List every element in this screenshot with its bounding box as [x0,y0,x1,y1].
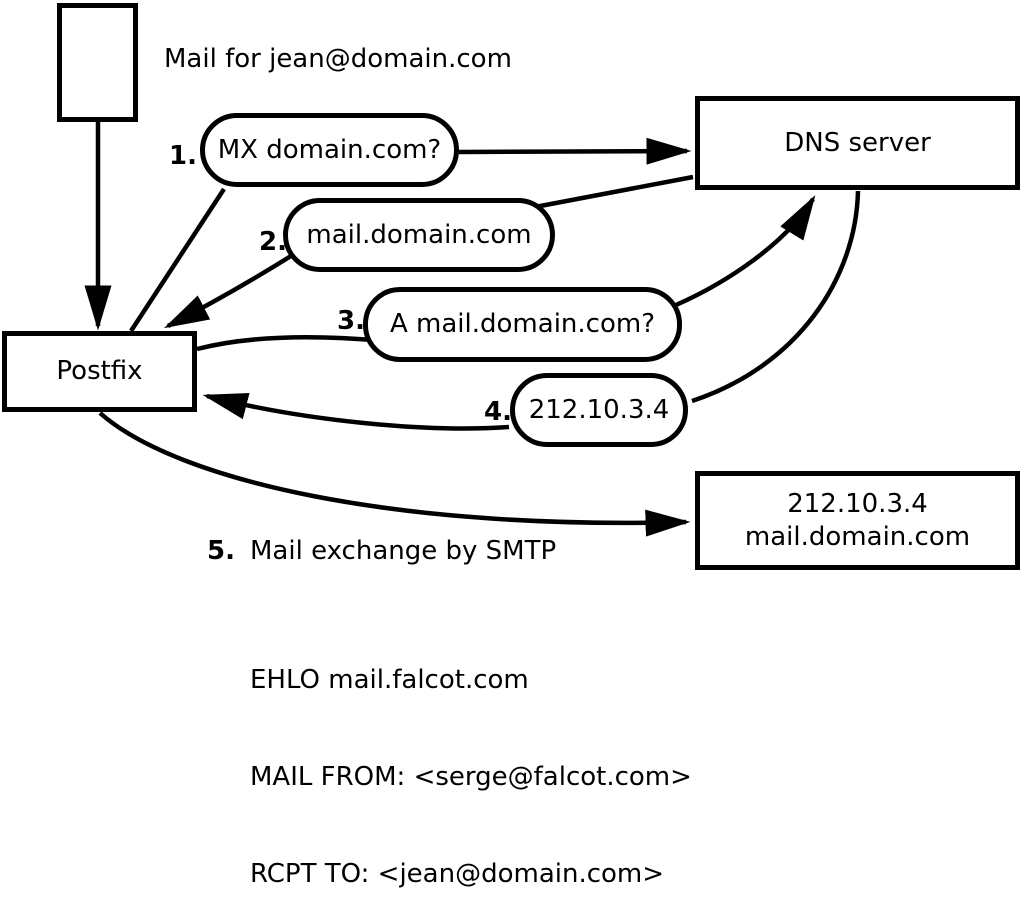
destination-ip: 212.10.3.4 [787,488,928,519]
line-postfix-to-a-query [196,334,385,352]
destination-hostname: mail.domain.com [744,521,971,552]
mail-message-node [57,3,138,122]
arrow-mx-query-to-dns [458,137,692,165]
line-dns-to-a-answer [691,190,861,404]
smtp-exchange-label: Mail exchange by SMTP [250,536,557,566]
mx-answer-text: mail.domain.com [306,219,532,250]
smtp-line-ehlo: EHLO mail.falcot.com [250,665,529,696]
smtp-session-block: EHLO mail.falcot.com MAIL FROM: <serge@f… [250,600,692,919]
smtp-line-rcpt-to: RCPT TO: <jean@domain.com> [250,858,665,889]
mx-query-bubble: MX domain.com? [200,113,459,187]
line-postfix-to-mx-query [129,187,226,333]
mx-answer-bubble: mail.domain.com [283,198,555,272]
a-query-text: A mail.domain.com? [390,309,655,340]
arrow-a-answer-to-postfix [202,393,510,431]
dns-server-label: DNS server [784,127,931,158]
arrow-postfix-to-destination [98,411,691,537]
postfix-node: Postfix [2,331,197,412]
step-number-1: 1. [169,141,197,171]
arrow-a-query-to-dns [675,195,816,308]
arrow-mx-answer-to-postfix [164,254,293,329]
a-answer-bubble: 212.10.3.4 [510,373,688,447]
line-dns-to-mx-answer [534,174,694,210]
step-number-3: 3. [337,306,365,336]
step-number-2: 2. [259,227,287,257]
postfix-label: Postfix [56,356,143,387]
dns-server-node: DNS server [695,96,1020,190]
destination-server-node: 212.10.3.4 mail.domain.com [695,471,1020,570]
mx-query-text: MX domain.com? [217,134,442,165]
step-number-4: 4. [484,397,512,427]
step-number-5: 5. [207,536,235,566]
smtp-line-mail-from: MAIL FROM: <serge@falcot.com> [250,762,692,793]
mail-note: Mail for jean@domain.com [164,44,512,74]
a-answer-text: 212.10.3.4 [528,394,670,425]
a-query-bubble: A mail.domain.com? [363,287,682,362]
